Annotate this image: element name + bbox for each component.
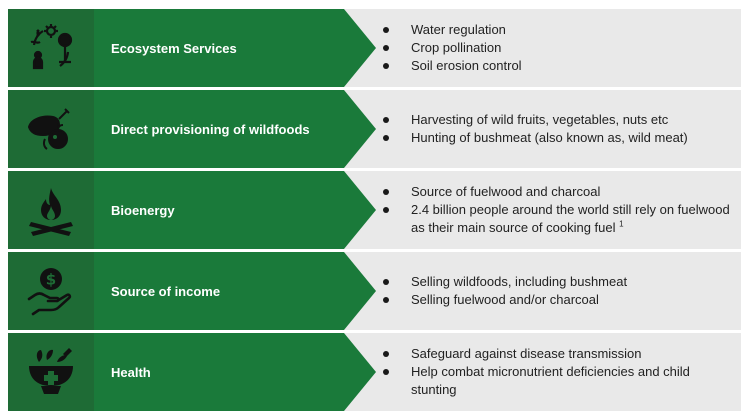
row-ecosystem-services: Ecosystem Services Water regulation Crop… <box>8 9 741 87</box>
category-arrow <box>94 90 376 168</box>
footnote-marker: 1 <box>619 219 624 229</box>
row-health: Health Safeguard against disease transmi… <box>8 333 741 411</box>
category-arrow <box>94 9 376 87</box>
category-title: Bioenergy <box>111 202 175 218</box>
ecosystem-services-icon <box>30 24 73 70</box>
icon-box <box>8 171 94 249</box>
svg-text:$: $ <box>46 271 56 289</box>
icon-box <box>8 333 94 411</box>
category-arrow <box>94 171 376 249</box>
bullet-list: Source of fuelwood and charcoal 2.4 bill… <box>380 171 735 249</box>
coin-hand-icon: $ <box>27 268 72 316</box>
icon-box <box>8 90 94 168</box>
row-source-of-income: $ Source of income Selling wildfoods, in… <box>8 252 741 330</box>
icon-box: $ <box>8 252 94 330</box>
category-arrow <box>94 252 376 330</box>
category-arrow <box>94 333 376 411</box>
bullet-item: Selling fuelwood and/or charcoal <box>380 291 735 309</box>
category-title: Ecosystem Services <box>111 40 237 56</box>
health-bowl-icon <box>29 348 73 394</box>
bullet-item: Harvesting of wild fruits, vegetables, n… <box>380 111 735 129</box>
category-title: Source of income <box>111 283 221 299</box>
bullet-item: Safeguard against disease transmission <box>380 345 735 363</box>
bullet-list: Safeguard against disease transmission H… <box>380 333 735 411</box>
category-title: Direct provisioning of wildfoods <box>111 121 310 137</box>
icon-box <box>8 9 94 87</box>
bullet-item: Soil erosion control <box>380 57 735 75</box>
bullet-item: 2.4 billion people around the world stil… <box>380 201 735 237</box>
bullet-item: Hunting of bushmeat (also known as, wild… <box>380 129 735 147</box>
bullet-item: Water regulation <box>380 21 735 39</box>
row-wildfoods: Direct provisioning of wildfoods Harvest… <box>8 90 741 168</box>
bullet-item: Selling wildfoods, including bushmeat <box>380 273 735 291</box>
category-title: Health <box>111 364 151 380</box>
bullet-item: Crop pollination <box>380 39 735 57</box>
bullet-list: Water regulation Crop pollination Soil e… <box>380 9 735 87</box>
campfire-icon <box>29 188 73 236</box>
bullet-list: Harvesting of wild fruits, vegetables, n… <box>380 90 735 168</box>
bullet-item: Source of fuelwood and charcoal <box>380 183 735 201</box>
row-bioenergy: Bioenergy Source of fuelwood and charcoa… <box>8 171 741 249</box>
bullet-text: 2.4 billion people around the world stil… <box>411 202 730 235</box>
bullet-item: Help combat micronutrient deficiencies a… <box>380 363 735 399</box>
bullet-list: Selling wildfoods, including bushmeat Se… <box>380 252 735 330</box>
wildfoods-icon <box>27 108 70 150</box>
